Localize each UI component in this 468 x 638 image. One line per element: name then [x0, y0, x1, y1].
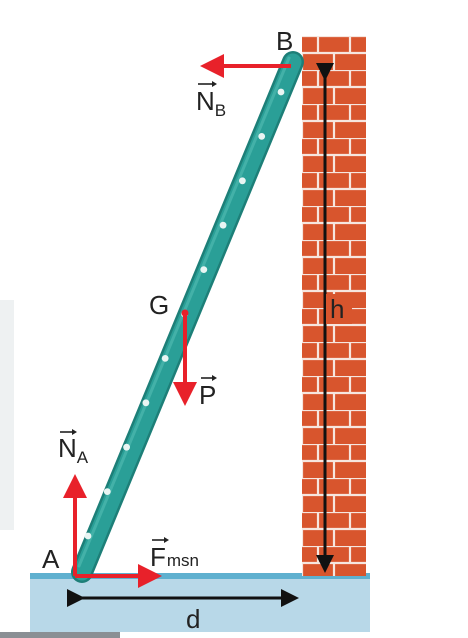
ladder-rung-dots: [84, 88, 285, 540]
ladder-rung-dot: [123, 443, 130, 451]
weight-label: P: [199, 380, 216, 410]
normal-force-b-label: NB: [196, 86, 226, 120]
point-a-label: A: [42, 544, 60, 574]
height-label: h: [330, 294, 344, 324]
point-b-label: B: [276, 26, 293, 56]
ladder-rung-dot: [200, 266, 208, 273]
vector-arrow-icon: [198, 81, 217, 87]
friction-force-label: Fmsn: [150, 542, 199, 572]
center-of-gravity-dot: [181, 309, 189, 317]
ladder-rung-dot: [142, 399, 150, 407]
ladder-rung-dot: [219, 221, 227, 229]
vector-arrow-icon: [201, 375, 217, 381]
ground-bottom-strip: [0, 632, 120, 638]
ladder-rung-dot: [161, 355, 169, 362]
ladder-rung-dot: [258, 133, 266, 140]
background-shade: [0, 300, 14, 530]
ground-surface: [30, 573, 370, 579]
distance-label: d: [186, 604, 200, 634]
ladder-rung-dot: [103, 488, 111, 495]
height-label-backdrop: [326, 294, 352, 324]
ladder-rung-dot: [84, 532, 92, 540]
ladder-rung-dot: [239, 177, 246, 185]
vector-arrow-icon: [60, 429, 77, 435]
ladder-rung-dot: [277, 88, 285, 96]
normal-force-a-label: NA: [58, 433, 89, 467]
vector-arrow-icon: [152, 537, 169, 543]
point-g-label: G: [149, 290, 169, 320]
